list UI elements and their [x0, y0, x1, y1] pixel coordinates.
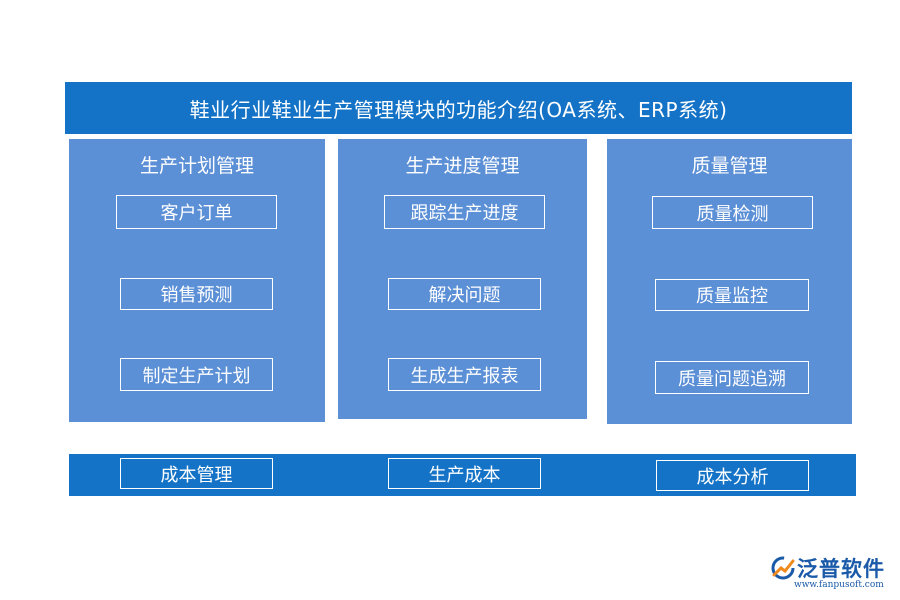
item-cost-analysis: 成本分析 — [656, 460, 809, 491]
module-production-progress: 生产进度管理 跟踪生产进度 解决问题 生成生产报表 — [338, 139, 587, 419]
item-sales-forecast: 销售预测 — [120, 278, 273, 310]
diagram-title-text: 鞋业行业鞋业生产管理模块的功能介绍(OA系统、ERP系统) — [189, 97, 728, 122]
item-production-cost: 生产成本 — [388, 458, 541, 489]
item-solve-problems: 解决问题 — [388, 278, 541, 310]
diagram-title: 鞋业行业鞋业生产管理模块的功能介绍(OA系统、ERP系统) — [65, 82, 852, 134]
item-track-progress: 跟踪生产进度 — [384, 195, 545, 229]
module-production-planning: 生产计划管理 客户订单 销售预测 制定生产计划 — [69, 139, 325, 422]
logo-name: 泛普软件 — [797, 557, 885, 581]
item-make-production-plan: 制定生产计划 — [120, 358, 273, 391]
module-title: 生产进度管理 — [405, 155, 520, 177]
fanpu-logo-icon — [771, 556, 795, 580]
module-title: 生产计划管理 — [139, 155, 254, 177]
item-customer-order: 客户订单 — [116, 195, 277, 229]
fanpu-logo: 泛普软件 www.fanpusoft.com — [770, 553, 895, 593]
item-quality-monitoring: 质量监控 — [655, 279, 809, 311]
module-title: 质量管理 — [691, 155, 768, 177]
module-quality-management: 质量管理 质量检测 质量监控 质量问题追溯 — [607, 139, 852, 424]
item-quality-inspection: 质量检测 — [652, 196, 813, 229]
item-quality-traceability: 质量问题追溯 — [655, 361, 809, 394]
cost-bar: 成本管理 生产成本 成本分析 — [69, 454, 856, 496]
logo-url: www.fanpusoft.com — [794, 580, 884, 590]
item-cost-management: 成本管理 — [120, 458, 273, 489]
item-generate-report: 生成生产报表 — [388, 358, 541, 391]
